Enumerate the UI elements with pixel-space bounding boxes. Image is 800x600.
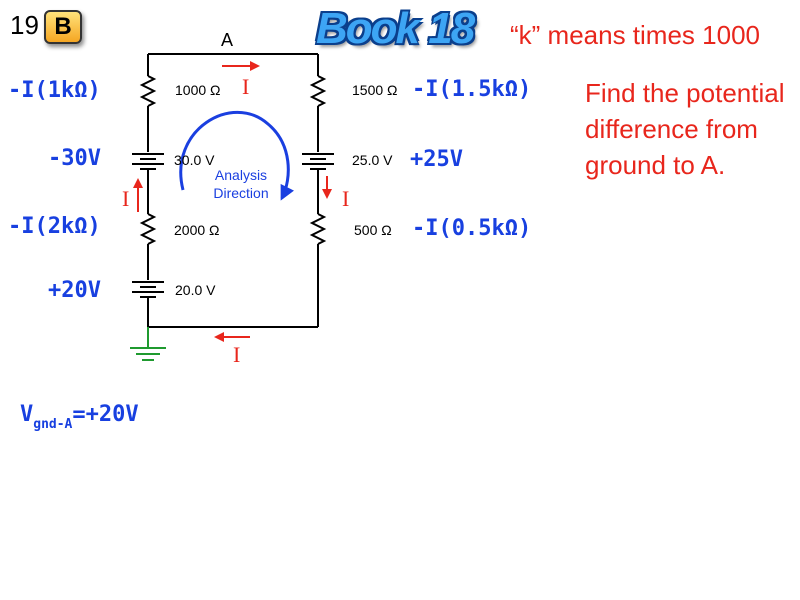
result-v: V — [20, 402, 34, 427]
section-badge: B — [44, 10, 82, 44]
node-label-a: A — [221, 30, 234, 50]
current-label-left: I — [122, 186, 130, 211]
result-equation: Vgnd-A=+20V — [20, 402, 139, 432]
battery-left-top — [132, 153, 164, 170]
question-text: Find the potential difference from groun… — [585, 78, 785, 180]
analysis-direction-arrow — [179, 111, 295, 201]
result-subscript: gnd-A — [33, 417, 73, 432]
battery-right-value: 25.0 V — [352, 152, 393, 168]
term-v30: -30V — [48, 146, 101, 171]
battery-left-bottom-value: 20.0 V — [175, 282, 216, 298]
slide-number: 19 — [10, 10, 39, 40]
result-value: =+20V — [72, 402, 139, 427]
term-r05: -I(0.5kΩ) — [412, 216, 532, 241]
resistor-right-top-value: 1500 Ω — [352, 82, 398, 98]
ground-icon — [130, 327, 166, 361]
term-r15: -I(1.5kΩ) — [412, 77, 532, 102]
current-label-bottom: I — [233, 342, 241, 367]
kilo-note: “k” means times 1000 — [510, 20, 760, 50]
resistor-left-top-value: 1000 Ω — [175, 82, 221, 98]
resistor-left-bottom-value: 2000 Ω — [174, 222, 220, 238]
book-title: Book 18 — [316, 4, 475, 53]
term-r2: -I(2kΩ) — [8, 214, 101, 239]
resistor-right-bottom — [309, 213, 327, 245]
battery-left-bottom — [132, 281, 164, 298]
battery-left-top-value: 30.0 V — [174, 152, 215, 168]
current-label-right: I — [342, 186, 350, 211]
current-label-top: I — [242, 74, 250, 99]
analysis-direction-label: Analysis Direction — [213, 167, 269, 201]
term-v20: +20V — [48, 278, 101, 303]
resistor-left-bottom — [139, 213, 157, 245]
term-v25: +25V — [410, 147, 463, 172]
battery-right — [302, 153, 334, 170]
resistor-right-top — [309, 75, 327, 107]
resistor-left-top — [139, 75, 157, 107]
resistor-right-bottom-value: 500 Ω — [354, 222, 392, 238]
term-r1: -I(1kΩ) — [8, 78, 101, 103]
